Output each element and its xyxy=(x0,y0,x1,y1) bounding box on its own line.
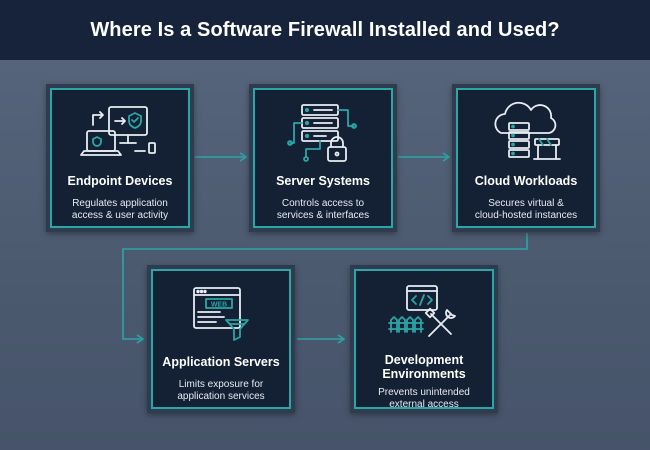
server-lock-icon xyxy=(255,98,391,170)
card-application-servers: WEB Application Servers Limits exposure … xyxy=(147,265,295,413)
header-bar: Where Is a Software Firewall Installed a… xyxy=(0,0,650,60)
card-title: Application Servers xyxy=(162,355,280,369)
page-title: Where Is a Software Firewall Installed a… xyxy=(90,18,560,41)
web-filter-icon: WEB xyxy=(153,279,289,351)
endpoint-devices-icon xyxy=(52,98,188,170)
card-cloud-workloads: Cloud Workloads Secures virtual &cloud-h… xyxy=(452,84,600,232)
cloud-server-icon xyxy=(458,98,594,170)
code-tools-icon xyxy=(356,279,492,351)
card-title: Server Systems xyxy=(276,174,370,188)
card-title: Endpoint Devices xyxy=(67,174,173,188)
card-description: Secures virtual &cloud-hosted instances xyxy=(474,198,578,221)
svg-text:WEB: WEB xyxy=(211,302,227,309)
card-title: Cloud Workloads xyxy=(474,174,578,188)
